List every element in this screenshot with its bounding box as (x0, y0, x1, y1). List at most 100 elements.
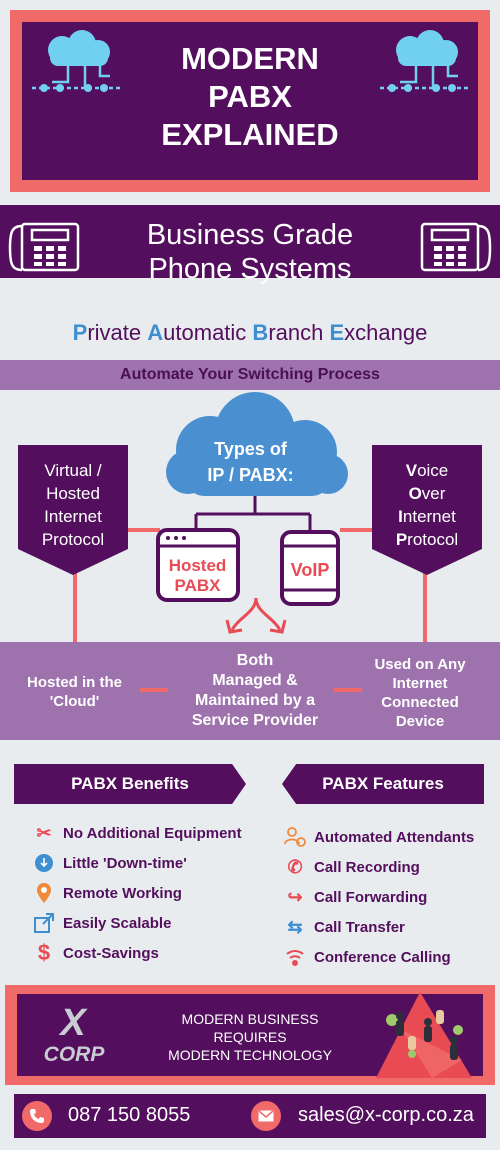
box-line: Internet (44, 507, 102, 526)
label-line: PABX (174, 576, 221, 595)
box-line: Over (408, 484, 446, 503)
subheader-line: Business Grade (146, 219, 354, 251)
email-link[interactable]: sales@x-corp.co.za (298, 1104, 474, 1126)
phone-number-link[interactable]: 087 150 8055 (68, 1104, 191, 1126)
download-circle-icon (33, 852, 55, 874)
contact-band (14, 1094, 486, 1138)
acronym-line: Private Automatic Branch Exchange (0, 320, 500, 346)
list-item-label: Cost-Savings (63, 944, 159, 962)
benefits-heading: PABX Benefits (14, 764, 246, 804)
acronym-letter: A (147, 320, 164, 345)
list-item-label: Easily Scalable (63, 914, 172, 932)
phone-record-icon: ✆ (287, 856, 303, 877)
text-line: Device (395, 713, 445, 730)
text-line: Maintained by a (194, 692, 316, 709)
text-line: Internet (392, 675, 448, 692)
virtual-hosted-ip-box: Virtual / Hosted Internet Protocol (18, 445, 128, 575)
rocket-team-illustration (376, 992, 472, 1078)
automate-band (0, 360, 500, 390)
list-item-label: Remote Working (63, 884, 182, 902)
mail-icon (251, 1101, 281, 1131)
list-item: Remote Working (33, 878, 242, 908)
box-line: Voice (405, 461, 449, 480)
box-line: Protocol (395, 530, 459, 549)
hosted-cloud-text: Hosted in the 'Cloud' (12, 673, 137, 711)
list-item: Automated Attendants (284, 822, 474, 852)
acronym-word: utomatic (163, 320, 253, 345)
desk-phone-icon (8, 222, 80, 272)
connector-dash (140, 688, 168, 692)
text-line: Hosted in the (26, 674, 122, 691)
acronym-word: xchange (344, 320, 428, 345)
expand-arrow-icon (33, 912, 55, 934)
box-line: Virtual / (44, 461, 102, 480)
list-item-label: Automated Attendants (314, 828, 475, 846)
list-item-label: No Additional Equipment (63, 824, 242, 842)
cloud-line: Types of (214, 439, 287, 459)
footer-slogan: MODERN BUSINESS REQUIRES MODERN TECHNOLO… (150, 1010, 350, 1064)
box-line: Protocol (41, 530, 105, 549)
list-item: Little 'Down-time' (33, 848, 242, 878)
hosted-pabx-label: Hosted PABX (160, 556, 235, 596)
list-item: ✆ Call Recording (284, 852, 474, 882)
location-pin-icon (33, 882, 55, 904)
slogan-line: MODERN TECHNOLOGY (168, 1047, 332, 1063)
phone-forward-icon: ↪ (287, 886, 303, 907)
list-item: ⇆ Call Transfer (284, 912, 474, 942)
types-cloud-title: Types of IP / PABX: (183, 436, 318, 488)
text-line: Both (236, 652, 274, 669)
cloud-network-icon (32, 30, 120, 92)
acronym-word: rivate (87, 320, 148, 345)
list-item: Conference Calling (284, 942, 474, 972)
any-device-text: Used on Any Internet Connected Device (360, 655, 480, 731)
automate-heading: Automate Your Switching Process (120, 366, 380, 383)
text-line: Connected (381, 694, 459, 711)
wifi-phone-icon (284, 946, 306, 968)
box-line: Internet (398, 507, 456, 526)
dollar-icon: $ (37, 940, 51, 965)
xcorp-logo-x: X (60, 1002, 86, 1044)
features-list: Automated Attendants ✆ Call Recording ↪ … (284, 822, 474, 972)
slogan-line: REQUIRES (213, 1029, 287, 1045)
acronym-letter: P (72, 320, 88, 345)
cloud-network-icon (380, 30, 468, 92)
slogan-line: MODERN BUSINESS (181, 1011, 319, 1027)
subheader-band (0, 205, 500, 278)
list-item-label: Little 'Down-time' (63, 854, 187, 872)
user-check-icon (284, 826, 306, 848)
title-line: MODERN (181, 41, 319, 76)
xcorp-logo-text: CORP (43, 1043, 105, 1066)
box-line: Hosted (46, 484, 100, 503)
label-line: Hosted (168, 556, 227, 575)
list-item-label: Call Forwarding (314, 888, 428, 906)
features-heading: PABX Features (282, 764, 484, 804)
list-item: Easily Scalable (33, 908, 242, 938)
benefits-list: ✂ No Additional Equipment Little 'Down-t… (33, 818, 242, 968)
summary-band (0, 642, 500, 740)
tools-icon: ✂ (36, 822, 52, 843)
list-item-label: Call Recording (314, 858, 420, 876)
acronym-letter: E (329, 320, 345, 345)
title-line: EXPLAINED (161, 117, 339, 152)
pabx-types-diagram (73, 392, 427, 642)
acronym-word: ranch (268, 320, 330, 345)
phone-transfer-icon: ⇆ (287, 916, 303, 937)
voip-definition-box: Voice Over Internet Protocol (372, 445, 482, 575)
subheader-line: Phone Systems (148, 253, 352, 285)
phone-icon (22, 1101, 52, 1131)
list-item: ↪ Call Forwarding (284, 882, 474, 912)
list-item: ✂ No Additional Equipment (33, 818, 242, 848)
text-line: Managed & (212, 672, 298, 689)
title-line: PABX (208, 79, 292, 114)
cloud-line: IP / PABX: (207, 465, 294, 485)
text-line: Service Provider (191, 712, 319, 729)
managed-text: Both Managed & Maintained by a Service P… (178, 651, 332, 731)
text-line: 'Cloud' (49, 693, 100, 710)
list-item-label: Call Transfer (314, 918, 405, 936)
list-item: $ Cost-Savings (33, 938, 242, 968)
voip-label: VoIP (290, 560, 330, 580)
subheader-title: Business Grade Phone Systems (110, 218, 390, 286)
list-item-label: Conference Calling (314, 948, 451, 966)
acronym-letter: B (252, 320, 269, 345)
text-line: Used on Any (374, 656, 466, 673)
